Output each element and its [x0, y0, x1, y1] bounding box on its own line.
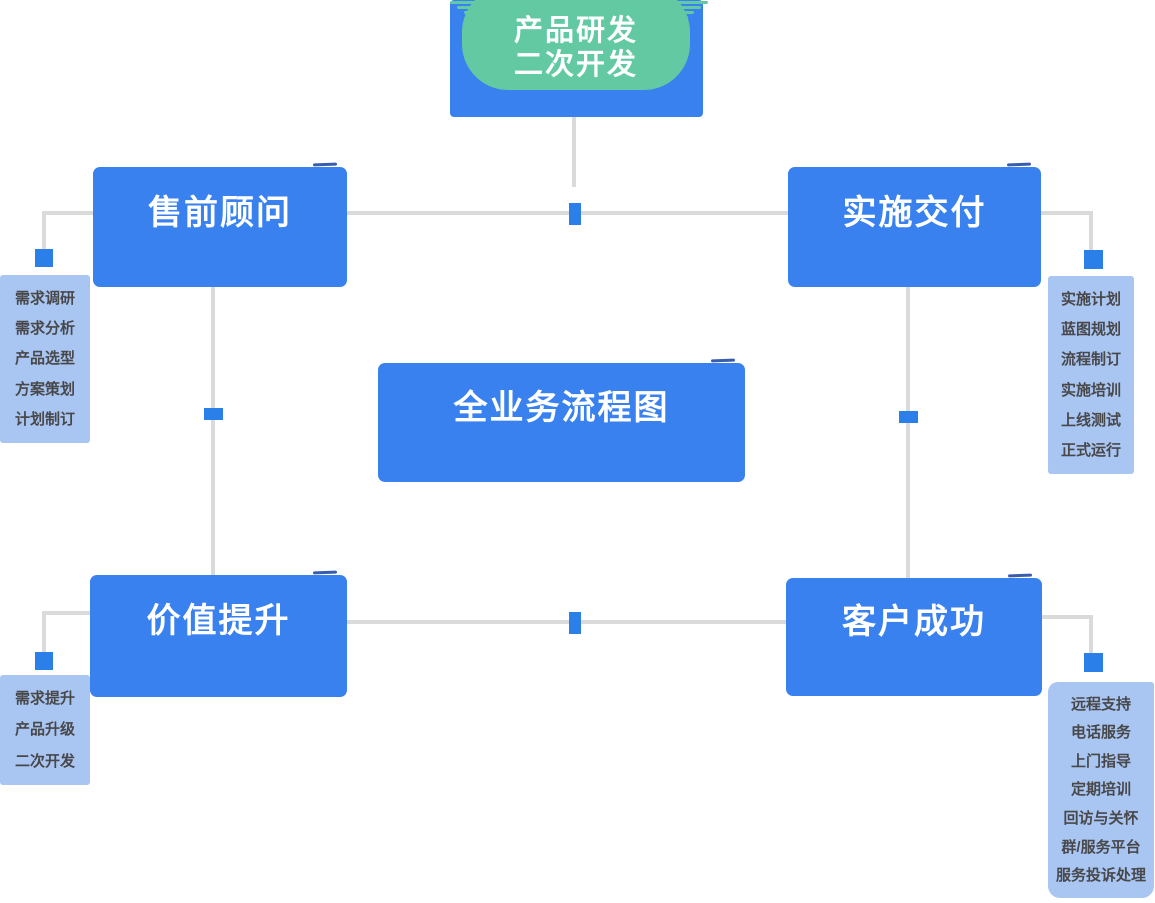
list-item: 需求分析 [14, 320, 75, 338]
line-value-elbow-v [42, 611, 46, 654]
connector-delivery-panel [1084, 250, 1103, 269]
rnd-label-line1: 产品研发 [513, 15, 638, 47]
list-item: 远程支持 [1070, 695, 1131, 713]
line-top-horizontal [347, 211, 789, 215]
list-item: 群/服务平台 [1061, 838, 1141, 856]
value-title: 价值提升 [146, 602, 291, 640]
list-item: 服务投诉处理 [1055, 867, 1146, 885]
rnd-green-badge: 产品研发 二次开发 [462, 0, 690, 90]
list-item: 产品升级 [14, 721, 75, 739]
list-item: 流程制订 [1060, 351, 1121, 369]
flow-node-success: 客户成功 [786, 578, 1042, 696]
presales-title: 售前顾问 [148, 194, 292, 232]
list-item: 需求提升 [14, 690, 75, 708]
decorative-hatch-right [674, 1, 710, 24]
list-item: 二次开发 [14, 752, 75, 770]
delivery-title: 实施交付 [842, 194, 987, 232]
connector-presales-panel [35, 249, 53, 267]
line-bottom-horizontal [347, 620, 787, 624]
panel-delivery-tasks: 实施计划 蓝图规划 流程制订 实施培训 上线测试 正式运行 [1048, 276, 1134, 474]
diagram-title: 全业务流程图 [453, 389, 670, 427]
line-delivery-elbow-h [1041, 211, 1093, 215]
list-item: 回访与关怀 [1063, 810, 1139, 828]
flow-node-center: 全业务流程图 [378, 363, 745, 482]
connector-value-panel [35, 652, 53, 670]
connector-top-mid [569, 203, 581, 225]
list-item: 蓝图规划 [1060, 320, 1121, 338]
panel-presales-tasks: 需求调研 需求分析 产品选型 方案策划 计划制订 [0, 275, 90, 443]
line-presales-elbow-h [42, 211, 93, 215]
flow-node-delivery: 实施交付 [788, 167, 1041, 287]
list-item: 实施培训 [1060, 381, 1121, 399]
list-item: 正式运行 [1060, 442, 1121, 460]
line-left-vertical [211, 287, 215, 575]
list-item: 定期培训 [1070, 781, 1131, 799]
list-item: 实施计划 [1060, 290, 1121, 308]
panel-value-tasks: 需求提升 产品升级 二次开发 [0, 675, 90, 785]
list-item: 计划制订 [14, 411, 75, 429]
line-success-elbow-h [1042, 615, 1093, 619]
list-item: 需求调研 [14, 289, 75, 307]
line-value-elbow-h [42, 611, 90, 615]
connector-left-mid [204, 408, 223, 420]
panel-success-tasks: 远程支持 电话服务 上门指导 定期培训 回访与关怀 群/服务平台 服务投诉处理 [1048, 682, 1154, 898]
list-item: 上线测试 [1060, 411, 1121, 429]
connector-success-panel [1084, 653, 1103, 672]
list-item: 电话服务 [1070, 724, 1131, 742]
list-item: 上门指导 [1070, 752, 1131, 770]
rnd-label-line2: 二次开发 [513, 49, 638, 81]
connector-right-mid [899, 411, 918, 423]
line-topnode-vertical [572, 106, 576, 187]
line-delivery-elbow-v [1089, 211, 1093, 252]
flow-node-presales: 售前顾问 [93, 167, 347, 287]
decorative-hatch-left [448, 1, 484, 24]
line-success-elbow-v [1089, 615, 1093, 655]
flow-node-value: 价值提升 [90, 575, 347, 697]
list-item: 方案策划 [14, 380, 75, 398]
flow-node-rnd: 产品研发 二次开发 [450, 0, 703, 117]
success-title: 客户成功 [842, 603, 986, 641]
connector-bottom-mid [569, 612, 581, 634]
line-right-vertical [906, 287, 910, 578]
line-presales-elbow-v [42, 211, 46, 251]
list-item: 产品选型 [14, 350, 75, 368]
